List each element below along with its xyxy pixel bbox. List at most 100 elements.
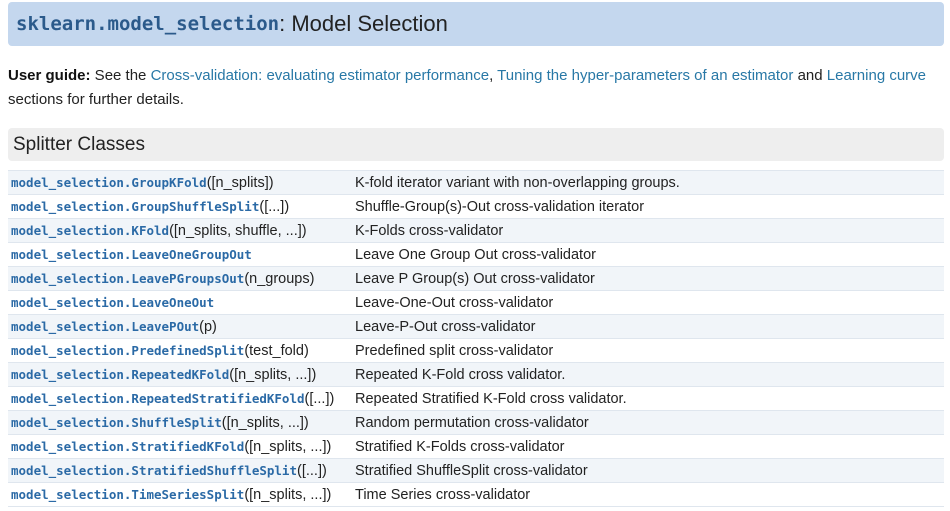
class-module-prefix: model_selection. [11, 366, 132, 382]
class-name: GroupKFold [131, 174, 207, 190]
class-description: Leave One Group Out cross-validator [349, 242, 944, 267]
class-signature-cell: model_selection.StratifiedShuffleSplit([… [8, 458, 349, 483]
class-link[interactable]: model_selection.StratifiedShuffleSplit([… [11, 463, 327, 479]
class-link[interactable]: model_selection.LeavePOut(p) [11, 319, 217, 335]
class-name-code: model_selection.StratifiedKFold [11, 439, 244, 454]
class-link[interactable]: model_selection.RepeatedKFold([n_splits,… [11, 367, 316, 383]
class-signature-args: ([n_splits, ...]) [221, 414, 309, 431]
table-row: model_selection.RepeatedKFold([n_splits,… [8, 362, 944, 387]
class-link[interactable]: model_selection.TimeSeriesSplit([n_split… [11, 487, 331, 503]
class-name-code: model_selection.LeaveOneOut [11, 295, 214, 310]
class-name: ShuffleSplit [131, 414, 222, 430]
table-row: model_selection.LeavePOut(p)Leave-P-Out … [8, 314, 944, 339]
class-description: Shuffle-Group(s)-Out cross-validation it… [349, 194, 944, 219]
table-row: model_selection.LeavePGroupsOut(n_groups… [8, 266, 944, 291]
class-signature-cell: model_selection.GroupKFold([n_splits]) [8, 170, 349, 195]
class-name-code: model_selection.RepeatedKFold [11, 367, 229, 382]
class-signature-args: ([n_splits]) [206, 174, 274, 191]
class-description: K-fold iterator variant with non-overlap… [349, 170, 944, 195]
splitter-classes-rows: model_selection.GroupKFold([n_splits])K-… [8, 170, 944, 507]
class-signature-cell: model_selection.LeaveOneOut [8, 290, 349, 315]
class-link[interactable]: model_selection.StratifiedKFold([n_split… [11, 439, 331, 455]
learning-curve-link[interactable]: Learning curve [826, 67, 927, 84]
class-link[interactable]: model_selection.PredefinedSplit(test_fol… [11, 343, 309, 359]
class-name-code: model_selection.PredefinedSplit [11, 343, 244, 358]
section-title: Splitter Classes [13, 133, 145, 155]
class-signature-args: ([...]) [304, 390, 335, 407]
class-signature-cell: model_selection.RepeatedStratifiedKFold(… [8, 386, 349, 411]
class-signature-cell: model_selection.GroupShuffleSplit([...]) [8, 194, 349, 219]
user-guide-sep-2: and [793, 67, 827, 84]
class-name: KFold [131, 222, 170, 238]
table-row: model_selection.RepeatedStratifiedKFold(… [8, 386, 944, 411]
page-title-text: : Model Selection [279, 11, 448, 36]
class-name: LeaveOneGroupOut [131, 246, 252, 262]
class-module-prefix: model_selection. [11, 438, 132, 454]
class-link[interactable]: model_selection.LeavePGroupsOut(n_groups… [11, 271, 314, 287]
class-signature-args: ([n_splits, ...]) [229, 366, 317, 383]
class-link[interactable]: model_selection.ShuffleSplit([n_splits, … [11, 415, 309, 431]
class-description: Random permutation cross-validator [349, 410, 944, 435]
user-guide-text-before: See the [90, 67, 151, 84]
class-link[interactable]: model_selection.GroupKFold([n_splits]) [11, 175, 274, 191]
class-name: GroupShuffleSplit [131, 198, 260, 214]
class-module-prefix: model_selection. [11, 174, 132, 190]
class-signature-cell: model_selection.LeavePOut(p) [8, 314, 349, 339]
table-row: model_selection.ShuffleSplit([n_splits, … [8, 410, 944, 435]
class-signature-args: ([n_splits, ...]) [244, 486, 332, 503]
class-name: RepeatedKFold [131, 366, 230, 382]
class-description: Stratified K-Folds cross-validator [349, 434, 944, 459]
class-description: Predefined split cross-validator [349, 338, 944, 363]
class-signature-cell: model_selection.ShuffleSplit([n_splits, … [8, 410, 349, 435]
class-link[interactable]: model_selection.LeaveOneOut [11, 295, 214, 311]
class-link[interactable]: model_selection.LeaveOneGroupOut [11, 247, 252, 263]
user-guide-paragraph: User guide: See the Cross-validation: ev… [8, 64, 943, 112]
class-link[interactable]: model_selection.RepeatedStratifiedKFold(… [11, 391, 334, 407]
class-signature-args: (test_fold) [244, 342, 309, 359]
table-row: model_selection.StratifiedKFold([n_split… [8, 434, 944, 459]
class-description: Time Series cross-validator [349, 482, 944, 507]
class-name-code: model_selection.GroupKFold [11, 175, 207, 190]
class-name-code: model_selection.LeaveOneGroupOut [11, 247, 252, 262]
user-guide-text-after: sections for further details. [8, 91, 184, 108]
class-module-prefix: model_selection. [11, 270, 132, 286]
section-heading-splitter-classes: Splitter Classes [8, 128, 944, 161]
class-name-code: model_selection.GroupShuffleSplit [11, 199, 259, 214]
table-row: model_selection.GroupKFold([n_splits]) K-… [8, 170, 944, 195]
class-name: StratifiedShuffleSplit [131, 462, 297, 478]
user-guide-sep-1: , [489, 67, 498, 84]
class-signature-args: (n_groups) [244, 270, 315, 287]
splitter-classes-table: model_selection.GroupKFold([n_splits])K-… [8, 170, 944, 507]
table-row: model_selection.KFold([n_splits, shuffle… [8, 218, 944, 243]
class-module-prefix: model_selection. [11, 414, 132, 430]
class-signature-cell: model_selection.PredefinedSplit(test_fol… [8, 338, 349, 363]
class-name: StratifiedKFold [131, 438, 245, 454]
class-module-prefix: model_selection. [11, 342, 132, 358]
class-module-prefix: model_selection. [11, 198, 132, 214]
class-name-code: model_selection.ShuffleSplit [11, 415, 222, 430]
class-link[interactable]: model_selection.GroupShuffleSplit([...]) [11, 199, 289, 215]
table-row: model_selection.LeaveOneGroupOut Leave On… [8, 242, 944, 267]
class-name-code: model_selection.LeavePGroupsOut [11, 271, 244, 286]
cross-validation-link[interactable]: Cross-validation: evaluating estimator p… [150, 67, 490, 84]
class-module-prefix: model_selection. [11, 318, 132, 334]
class-name: LeaveOneOut [131, 294, 215, 310]
class-description: Repeated K-Fold cross validator. [349, 362, 944, 387]
class-module-prefix: model_selection. [11, 462, 132, 478]
class-link[interactable]: model_selection.KFold([n_splits, shuffle… [11, 223, 307, 239]
class-module-prefix: model_selection. [11, 222, 132, 238]
table-row: model_selection.TimeSeriesSplit([n_split… [8, 482, 944, 507]
class-name-code: model_selection.LeavePOut [11, 319, 199, 334]
class-module-prefix: model_selection. [11, 486, 132, 502]
tuning-hyperparameters-link[interactable]: Tuning the hyper-parameters of an estima… [497, 67, 794, 84]
class-module-prefix: model_selection. [11, 246, 132, 262]
class-name: LeavePOut [131, 318, 200, 334]
class-name-code: model_selection.RepeatedStratifiedKFold [11, 391, 305, 406]
class-description: Stratified ShuffleSplit cross-validator [349, 458, 944, 483]
class-module-prefix: model_selection. [11, 294, 132, 310]
class-signature-cell: model_selection.LeaveOneGroupOut [8, 242, 349, 267]
module-name-code: sklearn.model_selection [16, 13, 280, 35]
class-name: TimeSeriesSplit [131, 486, 245, 502]
